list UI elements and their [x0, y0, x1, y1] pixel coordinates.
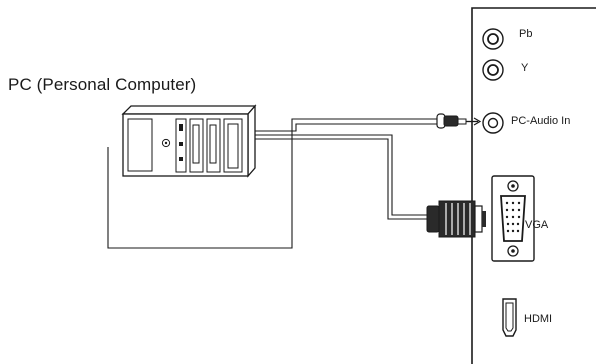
pc-audio-in-label: PC-Audio In	[511, 115, 571, 127]
hdmi-port-icon	[502, 298, 517, 337]
audio-cable	[107, 118, 437, 249]
vga-port-icon	[491, 175, 535, 262]
hdmi-port-label: HDMI	[524, 313, 553, 325]
y-port-label: Y	[521, 62, 529, 74]
tv-rear-panel	[471, 7, 596, 364]
pb-jack-icon	[482, 28, 504, 50]
audio-plug-icon	[436, 113, 482, 129]
vga-cable	[255, 134, 428, 220]
pc-label: PC (Personal Computer)	[8, 75, 197, 94]
vga-port-label: VGA	[525, 219, 549, 231]
pc-tower-icon	[121, 104, 257, 178]
pc-audio-jack-icon	[482, 112, 504, 134]
pb-port-label: Pb	[519, 28, 533, 40]
y-jack-icon	[482, 59, 504, 81]
vga-plug-icon	[426, 200, 486, 238]
